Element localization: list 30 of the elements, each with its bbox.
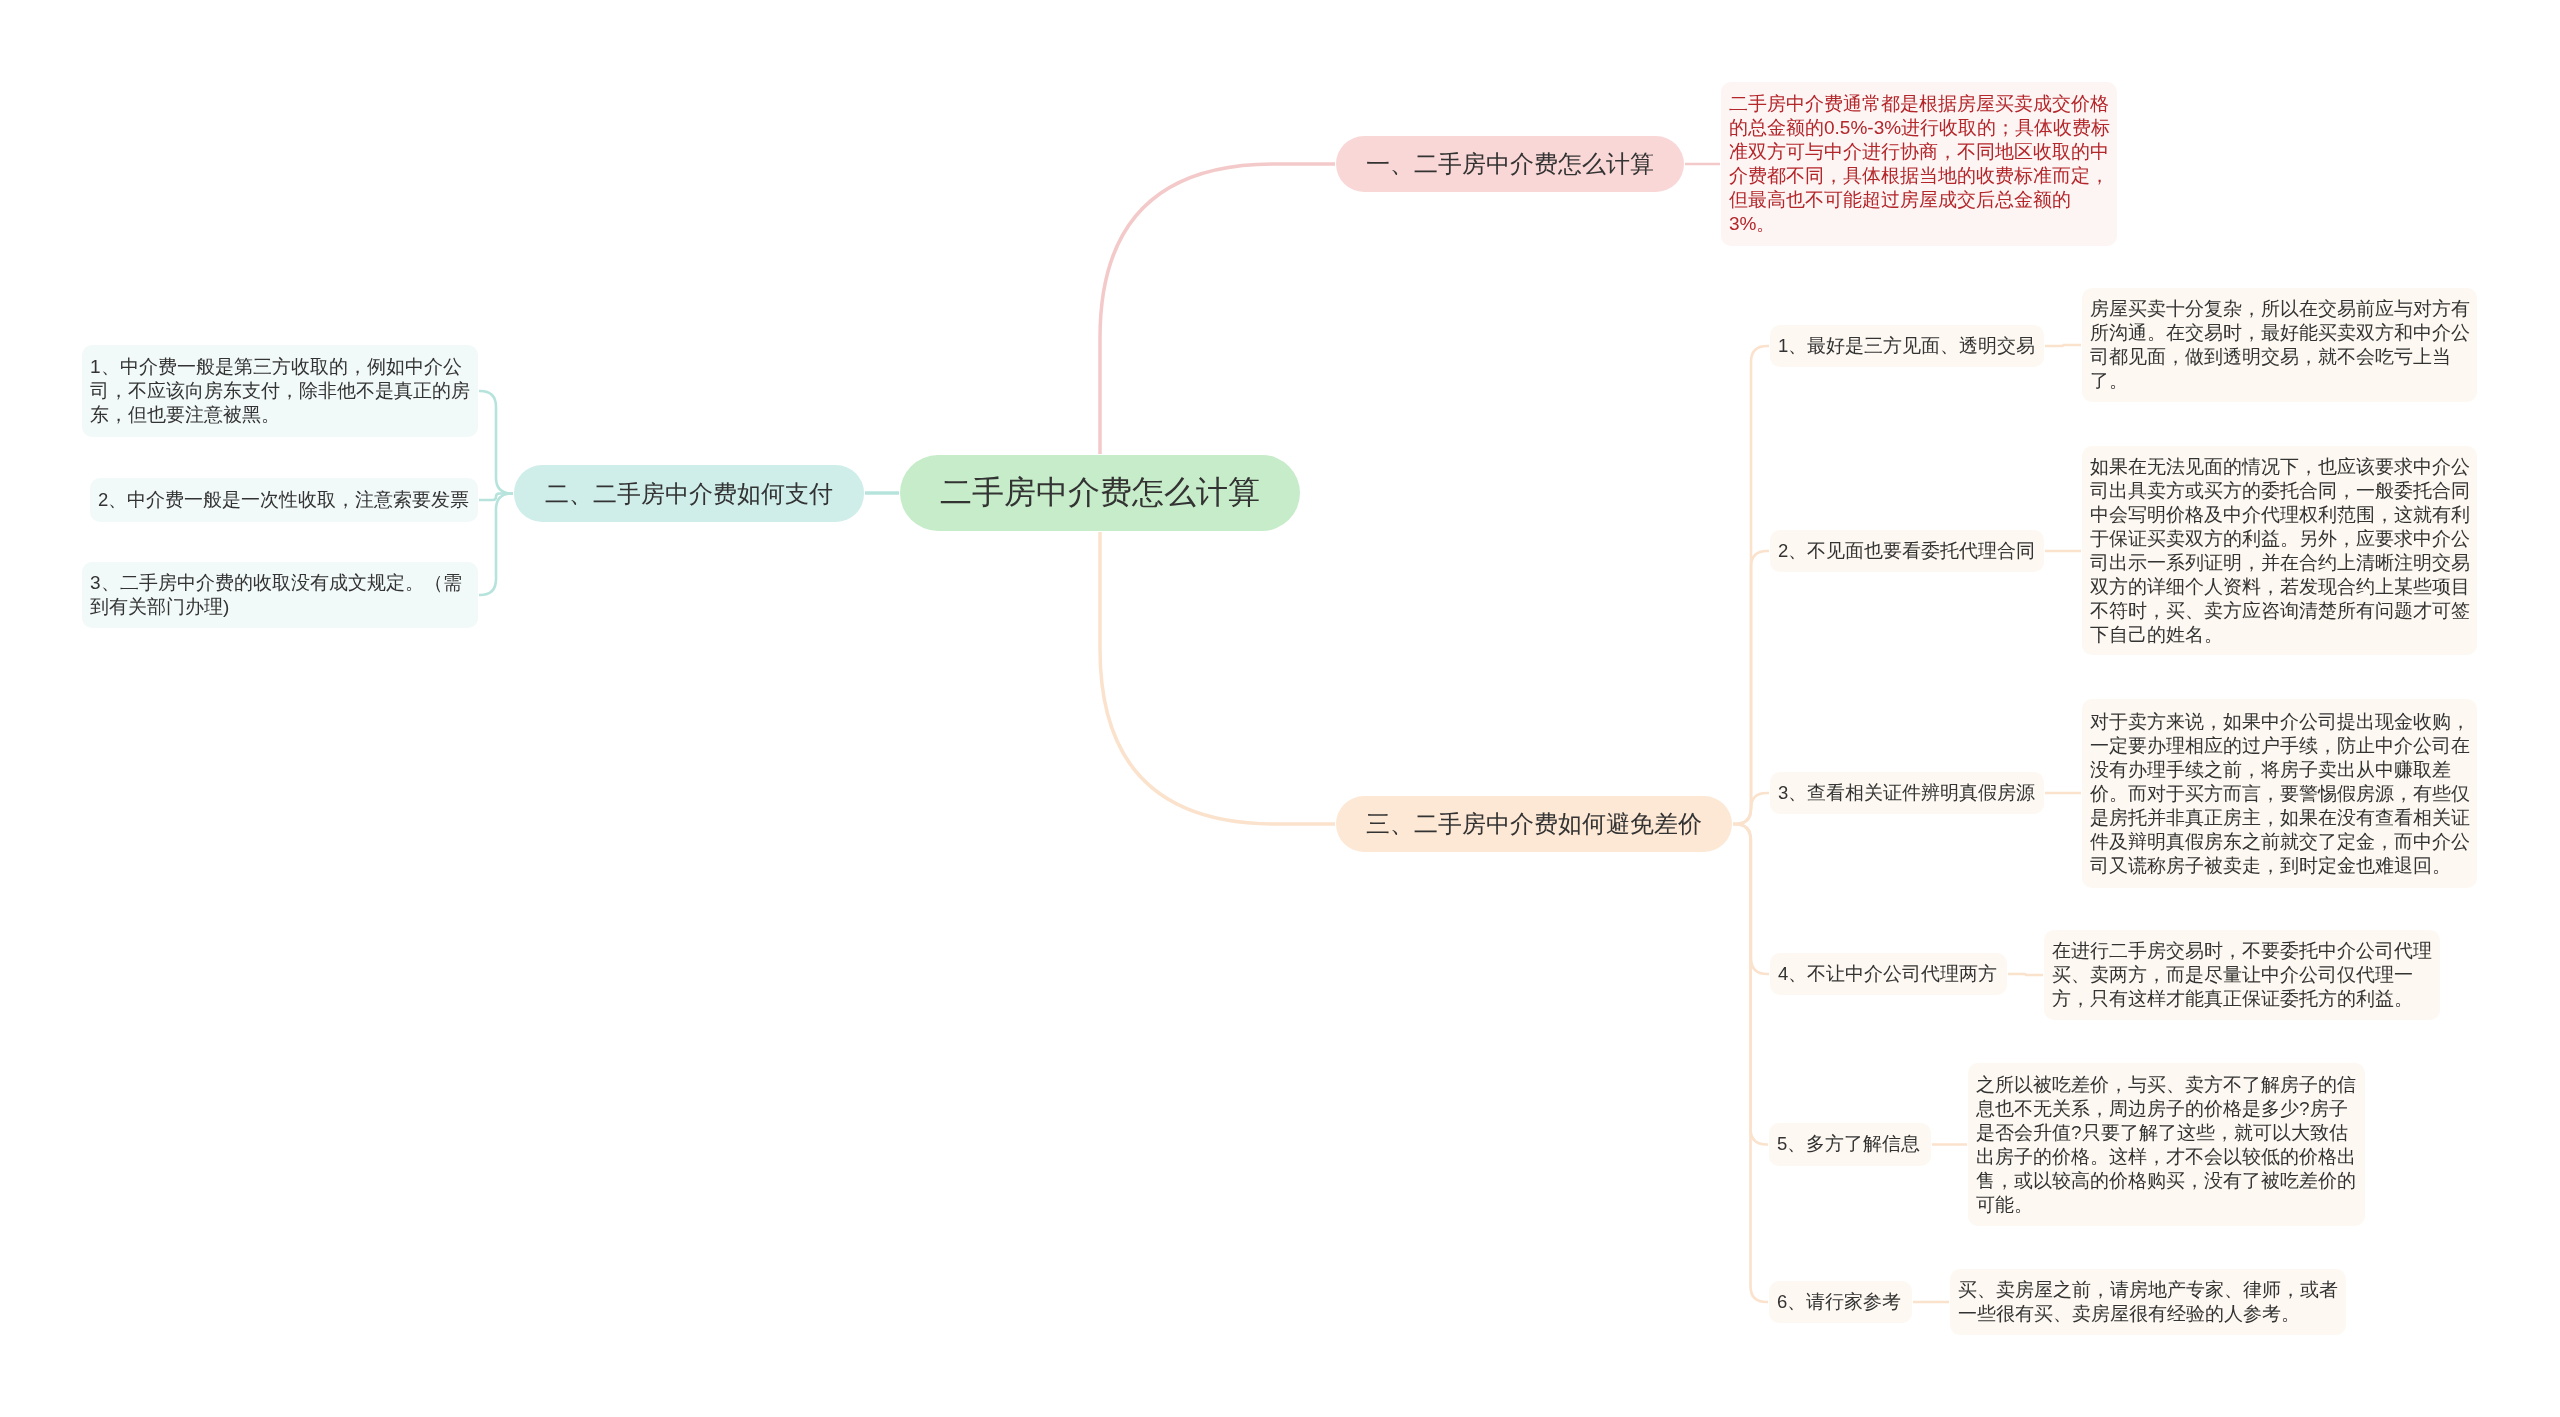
connector-line [1932,1143,1967,1146]
subtopic: 3、查看相关证件辨明真假房源 [1770,772,2044,814]
main-topic: 二、二手房中介费如何支付 [514,465,864,522]
connector-line [1685,162,1720,166]
connector-line [2045,549,2081,553]
main-topic: 三、二手房中介费如何避免差价 [1336,796,1732,852]
note-box: 1、中介费一般是第三方收取的，例如中介公司，不应该向房东支付，除非他不是真正的房东，但也要注意被黑。 [82,345,478,437]
note-box: 之所以被吃差价，与买、卖方不了解房子的信息也不无关系，周边房子的价格是多少?房子是否会升值?只要了解了这些，就可以大致估出房子的价格。这样，才不会以较低的价格出售，或以较高的价格购买，没有了被吃差价的可能。 [1968,1063,2365,1226]
note-box: 房屋买卖十分复杂，所以在交易前应与对方有所沟通。在交易时，最好能买卖双方和中介公司都见面，做到透明交易，就不会吃亏上当了。 [2082,288,2477,402]
main-topic: 一、二手房中介费怎么计算 [1336,136,1684,192]
note-box: 二手房中介费通常都是根据房屋买卖成交价格的总金额的0.5%-3%进行收取的；具体收费标准双方可与中介进行协商，不同地区收取的中介费都不同，具体根据当地的收费标准而定，但最高也不可能超过房屋成交后总金额的3%。 [1721,82,2117,246]
connector-line [1913,1300,1949,1304]
connector-line [2045,791,2081,795]
subtopic: 1、最好是三方见面、透明交易 [1770,325,2044,367]
subtopic: 2、不见面也要看委托代理合同 [1770,530,2044,572]
note-box: 在进行二手房交易时，不要委托中介公司代理买、卖两方，而是尽量让中介公司仅代理一方，只有这样才能真正保证委托方的利益。 [2044,930,2440,1020]
note-box: 买、卖房屋之前，请房地产专家、律师，或者一些很有买、卖房屋很有经验的人参考。 [1950,1269,2346,1335]
note-box: 3、二手房中介费的收取没有成文规定。（需到有关部门办理) [82,562,478,628]
central-topic: 二手房中介费怎么计算 [900,455,1300,531]
connector-line [2008,972,2043,977]
connector-line [1098,532,1335,826]
subtopic: 6、请行家参考 [1769,1281,1912,1323]
subtopic: 5、多方了解信息 [1769,1123,1931,1166]
note-box: 如果在无法见面的情况下，也应该要求中介公司出具卖方或买方的委托合同，一般委托合同中会写明价格及中介代理权利范围，这就有利于保证买卖双方的利益。另外，应要求中介公司出示一系列证明，并在合约上清晰注明交易双方的详细个人资料，若发现合约上某些项目不符时，买、卖方应咨询清楚所有问题才可签下自己的姓名。 [2082,446,2477,655]
note-box: 对于卖方来说，如果中介公司提出现金收购，一定要办理相应的过户手续，防止中介公司在没有办理手续之前，将房子卖出从中赚取差价。而对于买方而言，要警惕假房源，有些仅是房托并非真正房主，如果在没有查看相关证件及辩明真假房东之前就交了定金，而中介公司又谎称房子被卖走，到时定金也难退回。 [2082,699,2477,888]
connector-line [865,491,899,495]
subtopic: 4、不让中介公司代理两方 [1770,953,2007,995]
connector-line [1098,162,1335,454]
subtopic: 2、中介费一般是一次性收取，注意索要发票 [90,478,478,522]
connector-line [2045,343,2081,348]
